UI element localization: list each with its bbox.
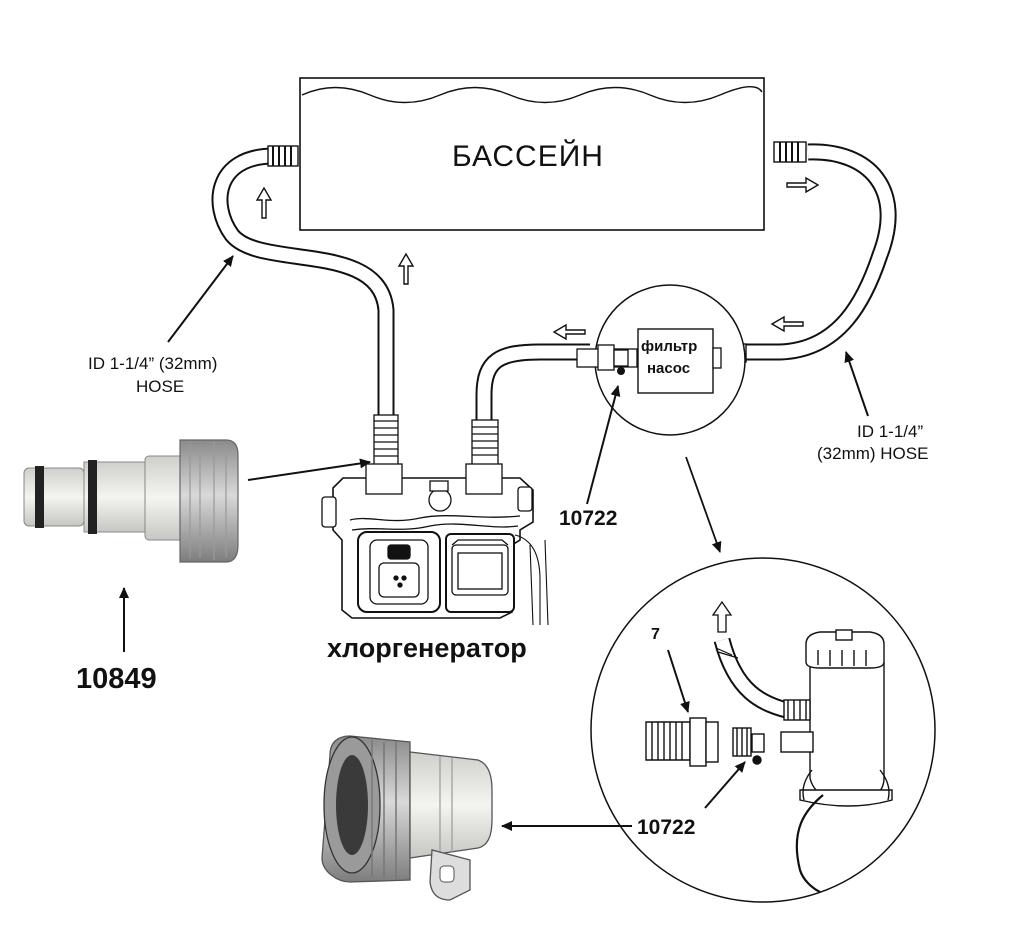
part-number-10849: 10849 — [76, 663, 157, 695]
part-number-10722-top: 10722 — [559, 507, 618, 530]
hose-pool-to-pump — [745, 143, 897, 361]
hose-left-label-line2: HOSE — [136, 377, 185, 396]
part-number-7: 7 — [651, 626, 660, 643]
hose-pool-to-chlorinator — [211, 147, 395, 434]
hose-right-label-line1: ID 1-1/4” — [857, 422, 924, 441]
filter-pump-callout — [576, 284, 746, 553]
hose-right-label-line2: (32mm) HOSE — [817, 444, 929, 463]
hose-chlorinator-to-valve — [475, 343, 590, 425]
chlorinator-label: хлоргенератор — [327, 633, 527, 663]
filter-pump-box — [637, 328, 714, 394]
valve-icon — [597, 344, 629, 375]
filter-pump-label-line2: насос — [647, 360, 691, 377]
pool-label: БАССЕЙН — [452, 140, 604, 173]
adapter-10722-icon — [321, 735, 493, 901]
pointer-arrows — [119, 255, 869, 831]
hose-coupling-right — [773, 141, 807, 163]
pool-tank — [299, 77, 765, 231]
hose-coupling-left — [267, 145, 299, 167]
chlorinator-icon — [321, 414, 549, 626]
pump-detail-callout — [590, 557, 936, 903]
part-number-10722-bottom: 10722 — [637, 816, 696, 839]
filter-pump-label-line1: фильтр — [641, 338, 698, 355]
hose-left-label-line1: ID 1-1/4” (32mm) — [88, 354, 218, 373]
adapter-10849-icon — [23, 439, 239, 563]
